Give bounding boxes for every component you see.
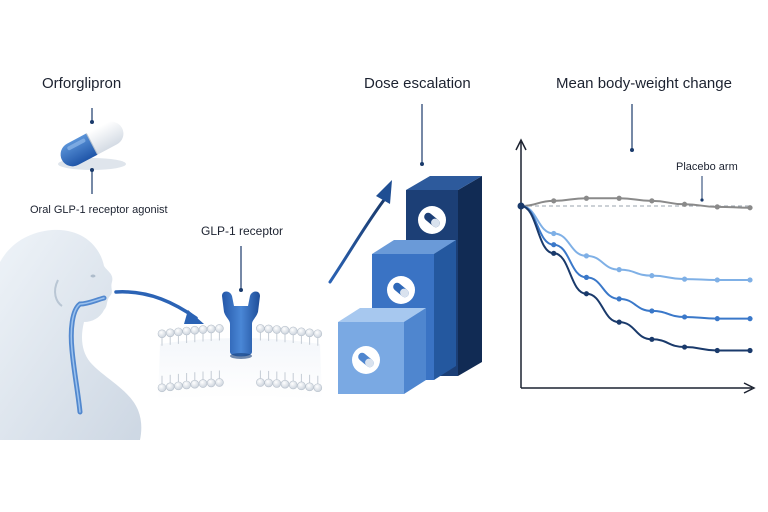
y-axis-arrow [515,138,527,151]
connector-dot [420,162,424,166]
series-line-1 [520,205,750,281]
cell-membrane-icon [157,324,323,400]
data-point [583,195,590,201]
data-point [747,277,753,283]
pill-icon [352,346,380,374]
data-point [714,277,720,283]
connector-dot [630,148,634,152]
data-point [681,344,688,350]
data-point [714,347,720,354]
placebo-arm-label: Placebo arm [676,161,738,173]
data-point [747,316,753,322]
data-point [551,250,557,256]
series-line-0 [520,197,751,209]
pill-icon [418,206,446,234]
data-point [714,204,720,210]
data-point [583,274,590,280]
receptor-label: GLP-1 receptor [201,224,284,238]
pill-icon [387,276,415,304]
data-point [649,308,655,314]
connector-dot [700,198,704,202]
dose-escalation-label: Dose escalation [364,75,471,92]
origin-point [517,202,525,210]
receptor-icon [222,291,260,359]
connector-dot [239,288,243,292]
data-point [583,253,590,259]
chart-title: Mean body-weight change [556,75,732,92]
connector-dot [90,120,94,124]
data-point [616,296,622,302]
dose-steps-icon [338,176,482,394]
data-point [681,314,688,320]
arrow-icon [328,180,392,284]
human-silhouette-icon [0,229,142,440]
data-point [551,198,557,204]
data-point [551,230,557,237]
data-point [649,273,655,279]
data-point [551,242,557,248]
data-point [583,291,590,297]
data-point [649,198,655,204]
data-point [747,205,753,211]
connector-dot [90,168,94,172]
data-point [616,195,622,201]
weight-change-chart [515,104,756,394]
x-axis-arrow [743,382,756,394]
data-point [747,347,753,354]
data-point [681,201,688,207]
capsule-icon [58,121,126,170]
data-point [714,316,720,322]
arrow-icon [114,290,204,324]
drug-name-label: Orforglipron [42,75,122,92]
drug-description-label: Oral GLP-1 receptor agonist [30,204,168,216]
data-point [616,267,622,273]
data-point [616,319,622,325]
data-point [681,276,688,282]
data-point [649,336,655,342]
series-line-2 [520,205,750,320]
